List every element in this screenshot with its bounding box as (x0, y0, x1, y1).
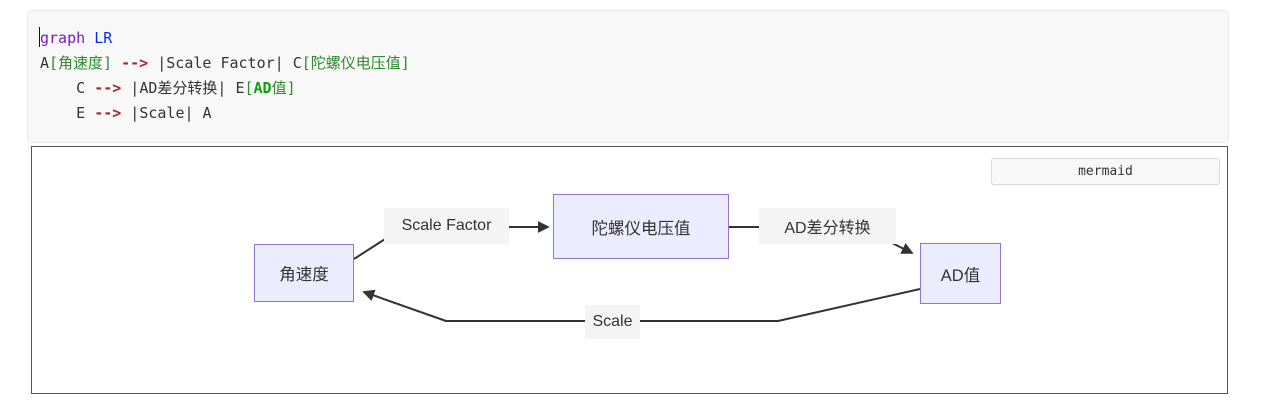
code-token: [陀螺仪电压值] (301, 54, 410, 72)
node-label: 陀螺仪电压值 (591, 219, 691, 238)
node-label: 角速度 (279, 266, 329, 284)
code-token: E (40, 104, 95, 122)
code-line: C --> |AD差分转换| E[AD值] (40, 76, 1216, 101)
code-token (112, 54, 121, 72)
code-token: AD (253, 79, 272, 97)
edge-label-scale: Scale (585, 305, 640, 339)
node-gyro-voltage: 陀螺仪电压值 (553, 194, 729, 259)
edge-e-to-a (362, 288, 921, 322)
code-line: A[角速度] --> |Scale Factor| C[陀螺仪电压值] (40, 51, 1216, 76)
code-token: --> (94, 104, 122, 122)
code-token: --> (121, 54, 149, 72)
code-token: |Scale Factor| (148, 54, 293, 72)
code-token: C (40, 79, 95, 97)
code-line: E --> |Scale| A (40, 101, 1216, 126)
code-token: A (40, 54, 50, 72)
code-token: --> (94, 79, 122, 97)
node-ad-value: AD值 (920, 243, 1001, 304)
edge-label-scale-factor: Scale Factor (384, 208, 509, 244)
mermaid-language-badge[interactable]: mermaid (991, 158, 1220, 185)
code-line: graph LR (40, 26, 1216, 51)
node-label: AD值 (940, 266, 981, 285)
edge-label-ad-conversion: AD差分转换 (759, 208, 896, 244)
code-token: [ (244, 79, 254, 97)
node-angular-velocity: 角速度 (254, 244, 354, 302)
code-token: graph (40, 29, 86, 47)
diagram-preview-panel: mermaid 角速度 陀螺仪电压值 AD值 Scale Factor AD差分… (31, 146, 1228, 394)
code-token: LR (94, 29, 113, 47)
code-token: |Scale| A (121, 104, 212, 122)
code-token: [角速度] (49, 54, 113, 72)
code-token: 值] (271, 79, 296, 97)
code-token: E (235, 79, 245, 97)
code-token: C (292, 54, 302, 72)
mermaid-code-block[interactable]: graph LR A[角速度] --> |Scale Factor| C[陀螺仪… (27, 10, 1229, 143)
code-token: |AD差分转换| (121, 79, 236, 97)
code-token (85, 29, 94, 47)
text-cursor (39, 27, 40, 47)
